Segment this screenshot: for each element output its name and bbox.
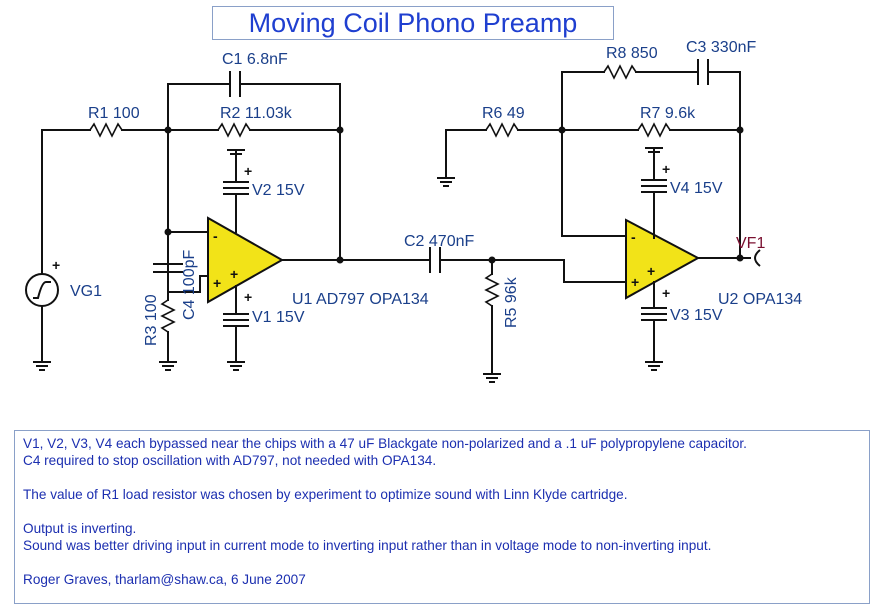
label-r8: R8 850 bbox=[606, 45, 658, 62]
label-c1: C1 6.8nF bbox=[222, 51, 288, 68]
label-vf1: VF1 bbox=[736, 235, 765, 252]
note-line: Output is inverting. bbox=[23, 521, 137, 536]
note-line-author: Roger Graves, tharlam@shaw.ca, 6 June 20… bbox=[23, 572, 306, 587]
label-v4: V4 15V bbox=[670, 180, 723, 197]
note-line: Sound was better driving input in curren… bbox=[23, 538, 712, 553]
supply-v3 bbox=[641, 281, 667, 371]
resistor-r8 bbox=[561, 64, 699, 131]
label-c4: C4 100pF bbox=[181, 250, 198, 320]
label-u2: U2 OPA134 bbox=[718, 291, 802, 308]
u2-plus-sign-2: + bbox=[647, 263, 655, 279]
label-r7: R7 9.6k bbox=[640, 105, 696, 122]
capacitor-c2 bbox=[429, 247, 565, 273]
v3-plus-sign: + bbox=[662, 285, 670, 301]
label-v1: V1 15V bbox=[252, 309, 305, 326]
u1-plus-sign: + bbox=[213, 275, 221, 291]
label-v3: V3 15V bbox=[670, 307, 723, 324]
note-line: C4 required to stop oscillation with AD7… bbox=[23, 453, 437, 468]
notes-box: V1, V2, V3, V4 each bypassed near the ch… bbox=[14, 430, 870, 604]
u2-plus-sign: + bbox=[631, 274, 639, 290]
capacitor-c3 bbox=[697, 59, 741, 131]
u1-plus-sign-2: + bbox=[230, 266, 238, 282]
v2-plus-sign: + bbox=[244, 163, 252, 179]
label-v2: V2 15V bbox=[252, 182, 305, 199]
capacitor-c1 bbox=[167, 71, 341, 131]
resistor-r2 bbox=[167, 122, 341, 261]
vg1-plus-sign: + bbox=[52, 257, 60, 273]
label-r5: R5 96k bbox=[503, 276, 520, 328]
label-vg1: VG1 bbox=[70, 283, 102, 300]
label-r3: R3 100 bbox=[143, 294, 160, 346]
label-c2: C2 470nF bbox=[404, 233, 474, 250]
output-connector-icon bbox=[754, 249, 761, 267]
u2-minus-sign: - bbox=[631, 229, 636, 245]
opamp-u1 bbox=[207, 216, 285, 304]
capacitor-c4 bbox=[153, 263, 215, 293]
v4-plus-sign: + bbox=[662, 161, 670, 177]
u1-minus-sign: - bbox=[213, 228, 218, 244]
label-r2: R2 11.03k bbox=[220, 105, 293, 122]
supply-v1 bbox=[223, 285, 249, 371]
resistor-r6 bbox=[437, 122, 563, 187]
label-u1: U1 AD797 OPA134 bbox=[292, 291, 429, 308]
resistor-r5 bbox=[483, 259, 501, 383]
supply-v4 bbox=[641, 147, 667, 239]
label-r1: R1 100 bbox=[88, 105, 140, 122]
supply-v2 bbox=[223, 149, 249, 233]
note-line: V1, V2, V3, V4 each bypassed near the ch… bbox=[23, 436, 747, 451]
signal-source-vg1 bbox=[25, 273, 59, 371]
resistor-r7 bbox=[561, 122, 741, 259]
schematic-title: Moving Coil Phono Preamp bbox=[212, 6, 614, 40]
label-r6: R6 49 bbox=[482, 105, 525, 122]
v1-plus-sign: + bbox=[244, 289, 252, 305]
resistor-r3 bbox=[159, 231, 177, 371]
opamp-u2 bbox=[625, 218, 701, 300]
label-c3: C3 330nF bbox=[686, 39, 756, 56]
note-line: The value of R1 load resistor was chosen… bbox=[23, 487, 628, 502]
